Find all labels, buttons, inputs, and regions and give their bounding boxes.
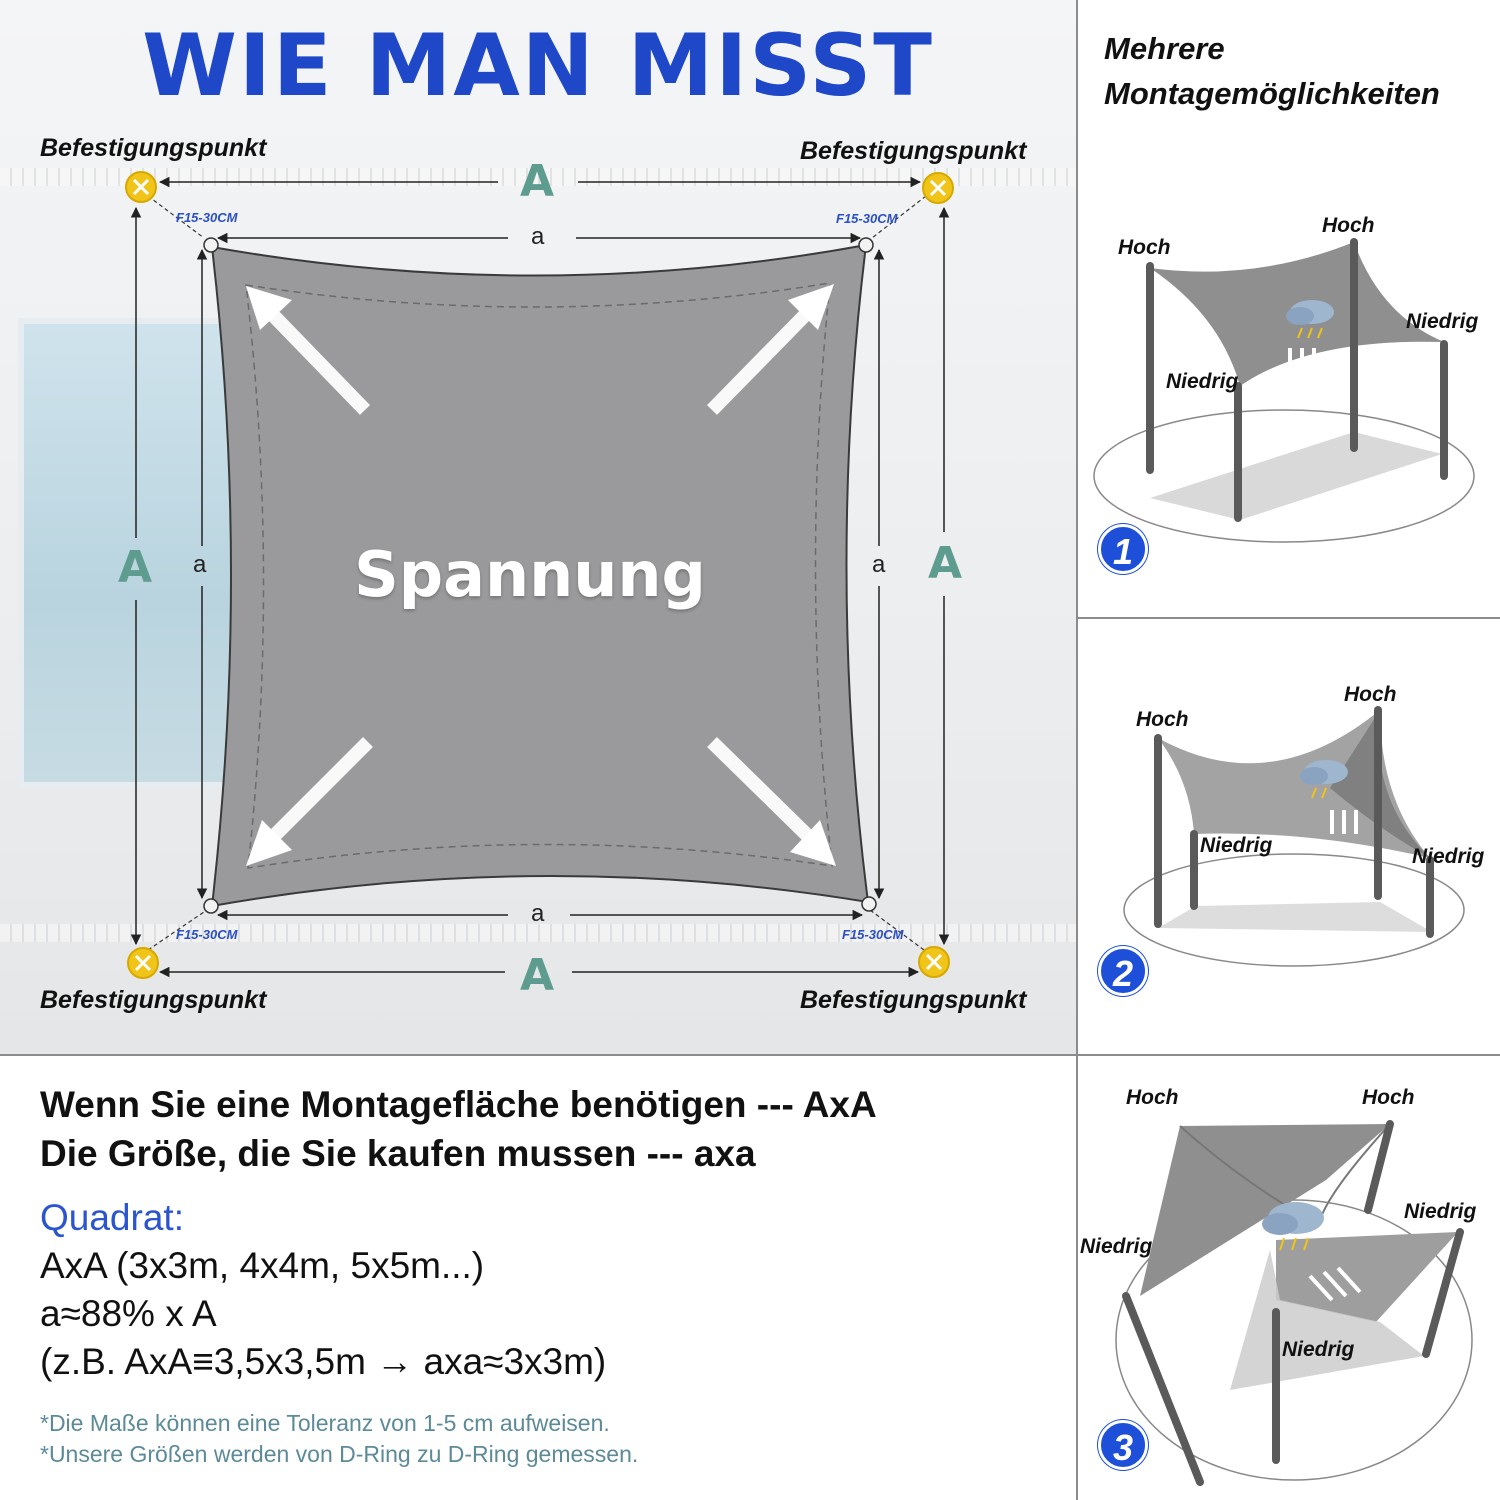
info-mounting-area: Wenn Sie eine Montagefläche benötigen --… xyxy=(40,1084,877,1125)
tension-arrow-bottom-left xyxy=(246,737,373,866)
rain-cloud-icon xyxy=(1286,300,1334,370)
anchor-label-top-left: Befestigungspunkt xyxy=(40,134,267,162)
tension-arrow-bottom-right xyxy=(707,736,836,866)
header-line-1: Mehrere xyxy=(1104,31,1225,66)
scene1-number-badge: 1 xyxy=(1098,524,1148,574)
scene1-label-low-right: Niedrig xyxy=(1406,310,1479,333)
inner-dimension-left: a xyxy=(193,551,207,578)
tension-arrow-top-right xyxy=(706,284,834,415)
rain-cloud-icon xyxy=(1300,760,1358,834)
mounting-scene-3 xyxy=(1115,1120,1473,1486)
outer-dimension-left: A xyxy=(118,542,153,593)
inner-dimension-top: a xyxy=(531,223,545,250)
scene2-label-low-left: Niedrig xyxy=(1200,834,1273,857)
measurement-diagram-panel: WIE MAN MISST xyxy=(0,0,1076,1054)
tension-label: Spannung xyxy=(354,538,706,611)
scene3-label-low-right: Niedrig xyxy=(1404,1200,1477,1223)
sail-seam xyxy=(245,282,833,869)
scene2-label-low-right: Niedrig xyxy=(1412,845,1485,868)
scene2-number-badge: 2 xyxy=(1098,946,1148,996)
gap-label-bottom-left: F15-30CM xyxy=(176,927,238,942)
anchor-label-bottom-right: Befestigungspunkt xyxy=(800,986,1027,1014)
mounting-options-header: Mehrere Montagemöglichkeiten xyxy=(1104,26,1440,116)
divider-scene-1-2 xyxy=(1078,617,1500,619)
outer-dimension-top: A xyxy=(520,156,555,207)
anchor-point-icon xyxy=(127,947,159,979)
anchor-point-icon xyxy=(918,946,950,978)
inner-dimension-lines xyxy=(196,232,885,921)
size-info-panel: Wenn Sie eine Montagefläche benötigen --… xyxy=(40,1080,1060,1470)
measurement-svg xyxy=(125,171,954,979)
outer-dimension-right: A xyxy=(928,538,963,589)
gap-label-top-left: F15-30CM xyxy=(176,210,238,225)
scene1-label-high-left: Hoch xyxy=(1118,236,1171,259)
background-rail xyxy=(0,924,1076,942)
inner-dimension-right: a xyxy=(872,551,886,578)
calc-sizes: AxA (3x3m, 4x4m, 5x5m...) xyxy=(40,1245,485,1286)
background-window xyxy=(18,318,258,788)
info-purchase-size: Die Größe, die Sie kaufen mussen --- axa xyxy=(40,1133,756,1174)
gap-label-top-right: F15-30CM xyxy=(836,211,898,226)
gap-connectors xyxy=(147,195,927,951)
scene3-label-high-left: Hoch xyxy=(1126,1086,1179,1109)
scene1-label-high-right: Hoch xyxy=(1322,214,1375,237)
note-tolerance: *Die Maße können eine Toleranz von 1-5 c… xyxy=(40,1410,610,1436)
outer-dimension-lines xyxy=(130,176,950,978)
anchor-point-icon xyxy=(125,171,157,203)
scene3-label-low-left: Niedrig xyxy=(1080,1235,1153,1258)
gap-label-bottom-right: F15-30CM xyxy=(842,927,904,942)
scene1-label-low-left: Niedrig xyxy=(1166,370,1239,393)
anchor-label-bottom-left: Befestigungspunkt xyxy=(40,986,267,1014)
page-title: WIE MAN MISST xyxy=(142,16,934,116)
inner-dimension-bottom: a xyxy=(531,900,545,927)
mounting-scene-1 xyxy=(1093,238,1475,543)
anchor-point-icon xyxy=(922,172,954,204)
mounting-scene-2 xyxy=(1123,706,1465,967)
scene3-label-high-right: Hoch xyxy=(1362,1086,1415,1109)
divider-bottom xyxy=(0,1054,1500,1056)
note-measurement: *Unsere Größen werden von D-Ring zu D-Ri… xyxy=(40,1441,639,1467)
anchor-label-top-right: Befestigungspunkt xyxy=(800,137,1027,165)
scene3-number-badge: 3 xyxy=(1098,1420,1148,1470)
calc-example: (z.B. AxA≡3,5x3,5m → axa≈3x3m) xyxy=(40,1341,607,1382)
vertical-divider xyxy=(1076,0,1078,1500)
rain-cloud-icon xyxy=(1262,1202,1362,1302)
tension-arrow-top-left xyxy=(246,286,371,415)
notes: *Die Maße können eine Toleranz von 1-5 c… xyxy=(40,1408,1060,1470)
d-rings xyxy=(203,237,877,914)
scene2-label-high-left: Hoch xyxy=(1136,708,1189,731)
header-line-2: Montagemöglichkeiten xyxy=(1104,76,1440,111)
scene3-label-low-center: Niedrig xyxy=(1282,1338,1355,1361)
outer-dimension-bottom: A xyxy=(520,950,555,1001)
scene2-label-high-right: Hoch xyxy=(1344,683,1397,706)
calc-ratio: a≈88% x A xyxy=(40,1293,217,1334)
shape-title: Quadrat: xyxy=(40,1197,184,1238)
